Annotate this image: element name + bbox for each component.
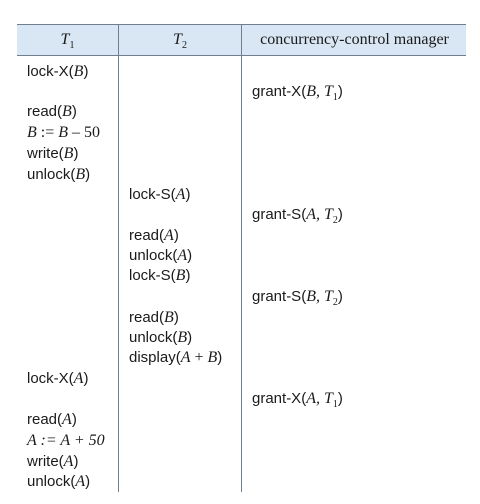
header-t2-letter: T bbox=[173, 31, 182, 48]
header-t2: T2 bbox=[119, 25, 241, 55]
t1-lock-x-a: lock-X(A) bbox=[27, 370, 89, 387]
t2-unlock-b: unlock(B) bbox=[129, 329, 193, 346]
t1-write-b: write(B) bbox=[27, 145, 79, 162]
ccm-grant-s-b-t2: grant-S(B, T2) bbox=[252, 288, 343, 308]
t2-lock-s-a: lock-S(A) bbox=[129, 186, 191, 203]
t1-read-a: read(A) bbox=[27, 411, 77, 428]
ccm-grant-x-b-t1: grant-X(B, T1) bbox=[252, 83, 343, 103]
t2-lock-s-b: lock-S(B) bbox=[129, 267, 191, 284]
t2-unlock-a: unlock(A) bbox=[129, 247, 193, 264]
header-t2-subscript: 2 bbox=[181, 40, 187, 52]
t2-read-b: read(B) bbox=[129, 309, 179, 326]
t2-display-a-plus-b: display(A + B) bbox=[129, 349, 223, 366]
t1-unlock-b: unlock(B) bbox=[27, 166, 91, 183]
t1-write-a: write(A) bbox=[27, 453, 79, 470]
header-t1: T1 bbox=[17, 25, 118, 55]
t1-assign-b: B := B – 50 bbox=[27, 124, 101, 141]
header-concurrency-control-manager: concurrency-control manager bbox=[260, 31, 449, 48]
ccm-grant-x-a-t1: grant-X(A, T1) bbox=[252, 390, 343, 410]
t1-read-b: read(B) bbox=[27, 103, 77, 120]
header-t1-letter: T bbox=[60, 31, 70, 48]
header-t1-subscript: 1 bbox=[69, 40, 75, 52]
ccm-grant-s-a-t2: grant-S(A, T2) bbox=[252, 206, 343, 226]
t1-lock-x-b: lock-X(B) bbox=[27, 63, 89, 80]
column-divider-1 bbox=[118, 24, 119, 492]
t1-unlock-a: unlock(A) bbox=[27, 473, 91, 490]
t1-assign-a: A := A + 50 bbox=[27, 432, 105, 449]
t2-read-a: read(A) bbox=[129, 227, 179, 244]
column-divider-2 bbox=[241, 24, 242, 492]
